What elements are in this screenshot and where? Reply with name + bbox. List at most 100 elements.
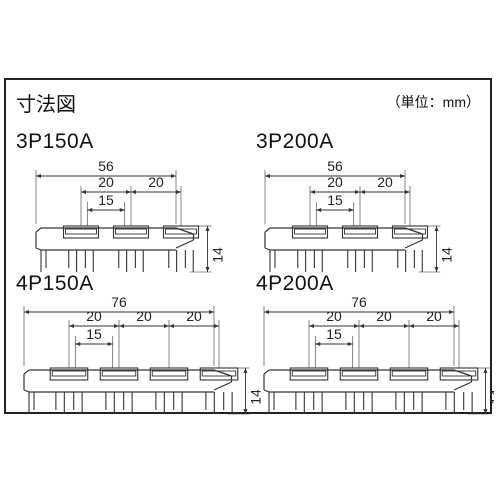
pitch-1-arrow-right [355, 190, 360, 194]
inner-arrow-left [315, 342, 321, 346]
height-arrow-top [483, 368, 488, 373]
model-title-4p200a: 4P200A [256, 272, 334, 295]
overall-arrow-left [36, 174, 41, 178]
overall-arrow-right [449, 310, 454, 314]
model-title-4p150a: 4P150A [16, 272, 94, 295]
contact-4-slot [441, 370, 477, 377]
inner-arrow-left [316, 208, 322, 212]
height-arrow-bottom [434, 267, 439, 272]
pitch-3-label: 20 [426, 308, 442, 324]
height-arrow-top [243, 368, 248, 373]
overall-label: 56 [98, 158, 114, 174]
height-label: 14 [488, 389, 495, 405]
page-title: 寸法図 [16, 94, 76, 116]
pitch-2-label: 20 [377, 174, 393, 190]
drawing-4p150a: 76 20 20 20 15 14 [23, 294, 264, 415]
inner-label: 15 [86, 326, 102, 342]
height-arrow-bottom [483, 409, 488, 414]
pitch-2-arrow-left [119, 324, 124, 328]
height-arrow-top [205, 226, 210, 231]
pitch-1-arrow-right [126, 190, 131, 194]
pitch-2-label: 20 [148, 174, 164, 190]
body-left-chamfer [264, 227, 271, 233]
contact-3-slot [394, 228, 426, 235]
dimension-panel: 寸法図 （単位：mm） 3P150A 3P200A 4P150A 4P200A … [4, 78, 495, 415]
contact-3-slot [151, 370, 187, 377]
pitch-2-label: 20 [136, 308, 152, 324]
overall-arrow-left [24, 310, 29, 314]
model-title-3p200a: 3P200A [256, 130, 334, 153]
overall-arrow-right [209, 310, 214, 314]
pitch-1-arrow-right [114, 324, 119, 328]
pitch-3-arrow-right [454, 324, 459, 328]
pitch-1-label: 20 [98, 174, 114, 190]
contact-3-slot [165, 228, 197, 235]
height-label: 14 [248, 389, 264, 405]
pitch-2-arrow-left [360, 190, 365, 194]
overall-label: 76 [111, 294, 127, 310]
pitch-3-arrow-right [214, 324, 219, 328]
pitch-1-arrow-left [69, 324, 74, 328]
pitch-2-arrow-right [164, 324, 169, 328]
contact-3-slot [391, 370, 427, 377]
body-left-bottom-chamfer [263, 389, 270, 393]
pitch-2-label: 20 [376, 308, 392, 324]
pitch-2-arrow-left [131, 190, 136, 194]
inner-label: 15 [98, 192, 114, 208]
height-arrow-bottom [243, 409, 248, 414]
height-arrow-top [434, 226, 439, 231]
contact-4-slot [201, 370, 237, 377]
inner-arrow-right [347, 342, 353, 346]
inner-label: 15 [327, 192, 343, 208]
drawing-4p200a: 76 20 20 20 15 14 [263, 294, 495, 415]
pitch-2-arrow-right [176, 190, 181, 194]
inner-arrow-left [75, 342, 81, 346]
pitch-1-label: 20 [86, 308, 102, 324]
contact-2-slot [115, 228, 147, 235]
pitch-1-arrow-left [310, 190, 315, 194]
body-left-bottom-chamfer [35, 247, 42, 251]
height-arrow-bottom [205, 267, 210, 272]
height-label: 14 [210, 247, 226, 263]
pitch-1-arrow-left [81, 190, 86, 194]
contact-2-slot [341, 370, 377, 377]
unit-label: （単位：mm） [386, 94, 480, 110]
pitch-2-arrow-left [359, 324, 364, 328]
pitch-1-label: 20 [327, 174, 343, 190]
pitch-3-arrow-left [409, 324, 414, 328]
body-right-tip-lower [453, 381, 472, 391]
inner-arrow-right [107, 342, 113, 346]
body-left-chamfer [35, 227, 42, 233]
body-right-tip-lower [213, 381, 232, 391]
body-left-bottom-chamfer [23, 389, 30, 393]
contact-1-slot [51, 370, 87, 377]
body-right-tip-lower [175, 239, 194, 249]
body-left-chamfer [23, 369, 30, 375]
overall-arrow-left [265, 174, 270, 178]
contact-1-slot [294, 228, 326, 235]
pitch-1-label: 20 [326, 308, 342, 324]
pitch-1-arrow-right [354, 324, 359, 328]
body-left-bottom-chamfer [264, 247, 271, 251]
pitch-3-label: 20 [186, 308, 202, 324]
inner-arrow-right [348, 208, 354, 212]
overall-label: 76 [351, 294, 367, 310]
inner-arrow-right [119, 208, 125, 212]
contact-2-slot [101, 370, 137, 377]
height-label: 14 [439, 247, 455, 263]
pitch-2-arrow-right [404, 324, 409, 328]
overall-arrow-left [264, 310, 269, 314]
contact-2-slot [344, 228, 376, 235]
overall-arrow-right [400, 174, 405, 178]
contact-1-slot [291, 370, 327, 377]
inner-arrow-left [87, 208, 93, 212]
body-left-chamfer [263, 369, 270, 375]
pitch-1-arrow-left [309, 324, 314, 328]
overall-arrow-right [171, 174, 176, 178]
pitch-2-arrow-right [405, 190, 410, 194]
model-title-3p150a: 3P150A [16, 130, 94, 153]
pitch-3-arrow-left [169, 324, 174, 328]
inner-label: 15 [326, 326, 342, 342]
